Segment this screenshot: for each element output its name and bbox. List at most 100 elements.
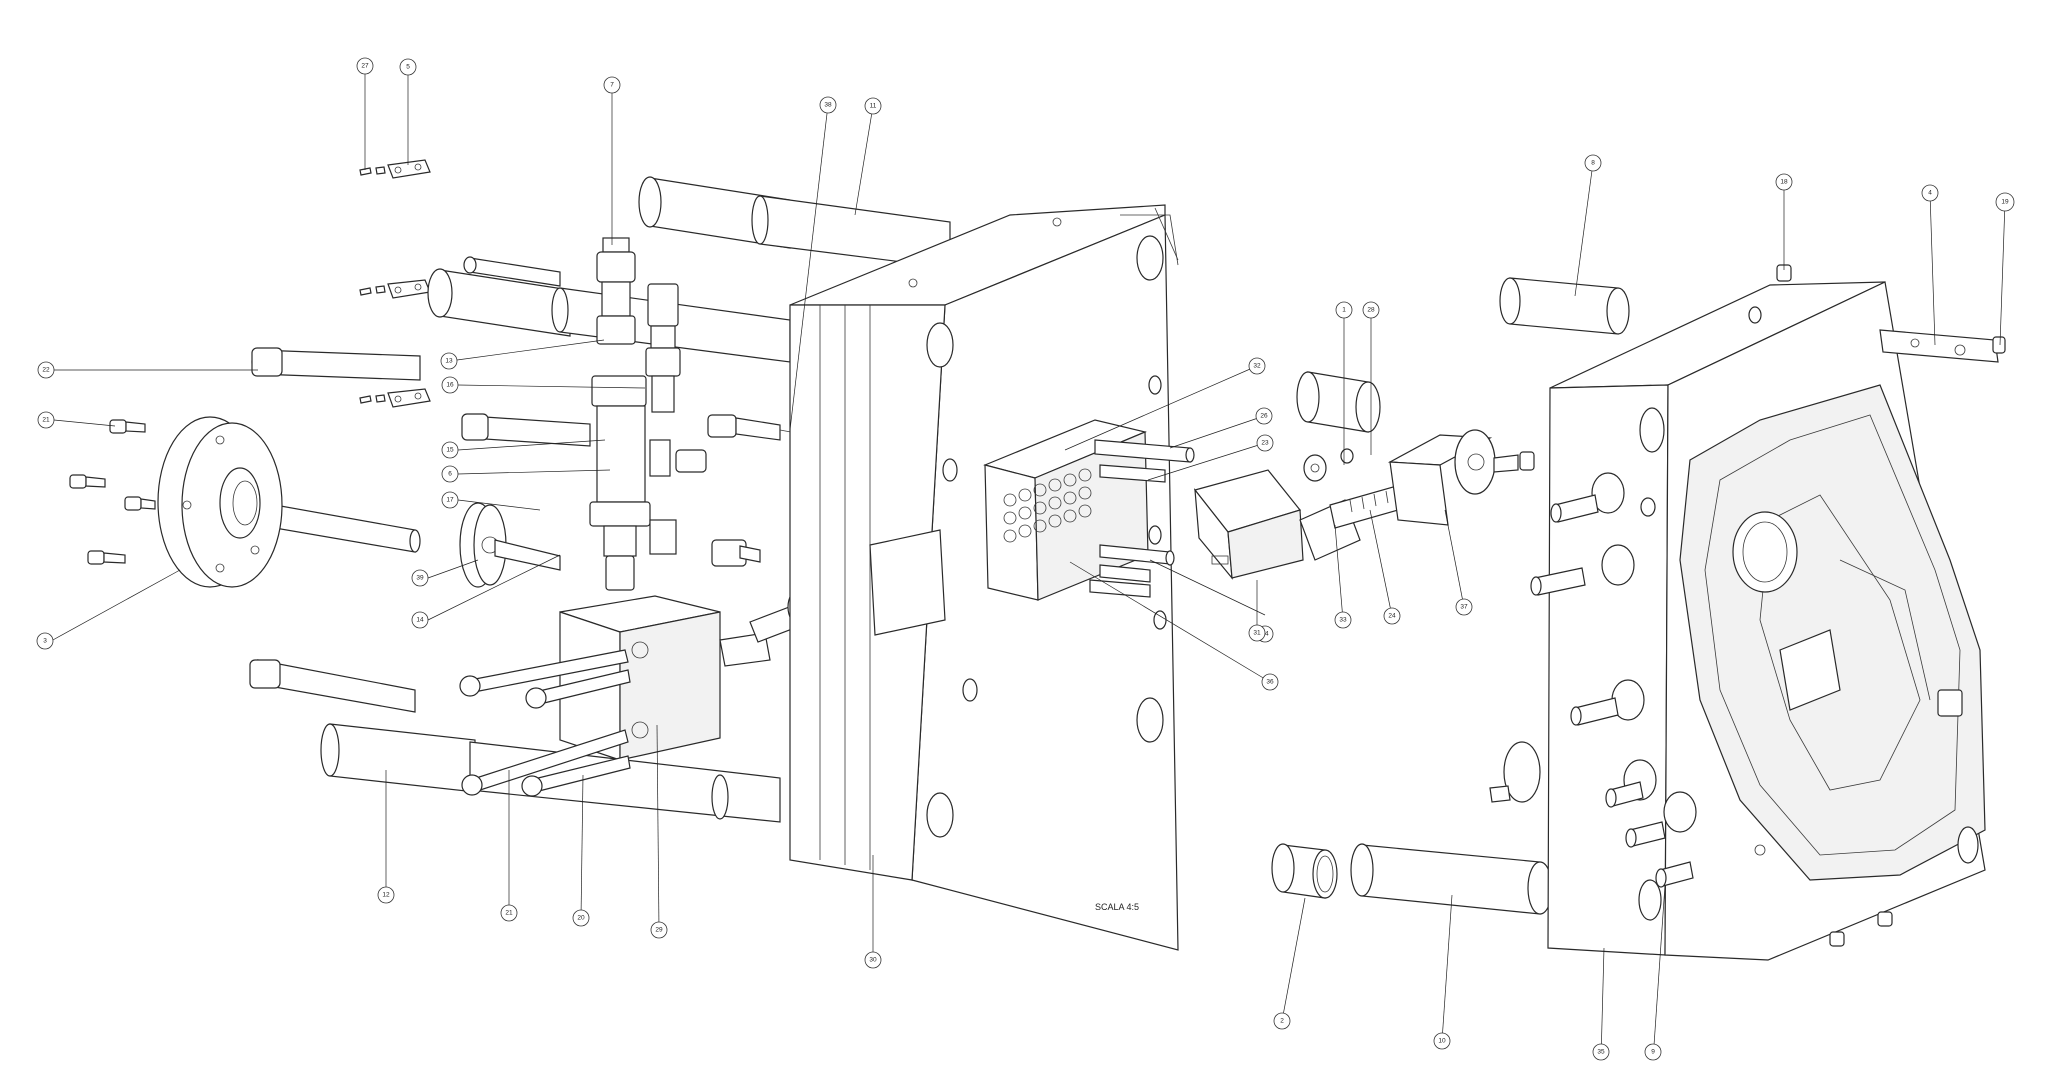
ejector-pin-15 xyxy=(461,413,591,447)
svg-text:4: 4 xyxy=(1928,190,1932,197)
svg-text:27: 27 xyxy=(361,63,369,70)
callout-14: 14 xyxy=(411,611,429,629)
callout-10: 10 xyxy=(1433,1032,1451,1050)
svg-text:28: 28 xyxy=(1367,307,1375,314)
feet-bottom xyxy=(1829,911,1893,947)
svg-text:6: 6 xyxy=(448,471,452,478)
svg-text:16: 16 xyxy=(446,382,454,389)
callout-24: 24 xyxy=(1383,607,1401,625)
stop-bushing xyxy=(1489,741,1541,803)
svg-text:8: 8 xyxy=(1591,160,1595,167)
return-pin-22 xyxy=(251,347,421,381)
svg-text:14: 14 xyxy=(416,617,424,624)
callout-19: 19 xyxy=(1995,192,2015,212)
callout-16: 16 xyxy=(441,376,459,394)
insulating-disc xyxy=(459,502,561,588)
callout-11: 11 xyxy=(864,97,882,115)
callout-17: 17 xyxy=(441,491,459,509)
clamp-plate-mid xyxy=(359,279,431,299)
callout-33: 33 xyxy=(1334,611,1352,629)
svg-text:21: 21 xyxy=(42,417,50,424)
callout-5: 5 xyxy=(399,58,417,76)
svg-text:18: 18 xyxy=(1780,179,1788,186)
svg-text:17: 17 xyxy=(446,497,454,504)
callout-12: 12 xyxy=(377,886,395,904)
svg-text:21: 21 xyxy=(505,910,513,917)
svg-text:38: 38 xyxy=(824,102,832,109)
scale-note: SCALA 4:5 xyxy=(1095,902,1139,912)
callout-15: 15 xyxy=(441,441,459,459)
svg-text:3: 3 xyxy=(43,638,47,645)
svg-text:5: 5 xyxy=(406,64,410,71)
callout-9: 9 xyxy=(1644,1043,1662,1061)
svg-text:13: 13 xyxy=(445,358,453,365)
svg-text:23: 23 xyxy=(1261,440,1269,447)
svg-text:10: 10 xyxy=(1438,1038,1446,1045)
svg-text:22: 22 xyxy=(42,367,50,374)
wedge-slide-31 xyxy=(1193,469,1304,580)
sprue-pin xyxy=(268,503,421,553)
leader-lines xyxy=(50,66,2006,1061)
callout-30: 30 xyxy=(864,951,882,969)
clamp-plate-top xyxy=(359,159,431,179)
lifter-37 xyxy=(1387,429,1535,526)
callout-32: 32 xyxy=(1248,357,1266,375)
svg-text:31: 31 xyxy=(1253,630,1261,637)
manifold-block xyxy=(459,595,771,797)
callout-36: 36 xyxy=(1261,673,1279,691)
callout-1: 1 xyxy=(1335,301,1353,319)
svg-text:26: 26 xyxy=(1260,413,1268,420)
svg-text:1: 1 xyxy=(1342,307,1346,314)
svg-text:30: 30 xyxy=(869,957,877,964)
svg-text:32: 32 xyxy=(1253,363,1261,370)
callout-31: 31 xyxy=(1248,624,1266,642)
locating-ring-flange xyxy=(157,416,283,588)
callout-3: 3 xyxy=(36,632,54,650)
callout-23: 23 xyxy=(1256,434,1274,452)
moving-mould-plate xyxy=(1547,281,1986,961)
callout-21-bottom: 21 xyxy=(500,904,518,922)
guide-bushing-10 xyxy=(1350,843,1553,915)
flange-screws xyxy=(69,419,156,565)
svg-text:39: 39 xyxy=(416,575,424,582)
callout-28: 28 xyxy=(1362,301,1380,319)
callout-4: 4 xyxy=(1921,184,1939,202)
cooling-fittings xyxy=(1530,494,1694,888)
guide-bushing-2 xyxy=(1271,843,1338,899)
slide-insert-block xyxy=(983,419,1195,601)
svg-text:15: 15 xyxy=(446,447,454,454)
svg-text:7: 7 xyxy=(610,82,614,89)
callout-27: 27 xyxy=(356,57,374,75)
callout-2: 2 xyxy=(1273,1012,1291,1030)
svg-text:24: 24 xyxy=(1388,613,1396,620)
svg-text:37: 37 xyxy=(1460,604,1468,611)
svg-text:35: 35 xyxy=(1597,1049,1605,1056)
callout-38: 38 xyxy=(819,96,837,114)
callout-7: 7 xyxy=(603,76,621,94)
svg-text:2: 2 xyxy=(1280,1018,1284,1025)
svg-text:11: 11 xyxy=(870,103,877,110)
callout-26: 26 xyxy=(1255,407,1273,425)
callout-6: 6 xyxy=(441,465,459,483)
svg-text:29: 29 xyxy=(655,927,663,934)
svg-text:9: 9 xyxy=(1651,1049,1655,1056)
ejector-rack-33-24 xyxy=(1299,484,1406,561)
small-bushing-1-28 xyxy=(1303,448,1354,482)
hot-nozzle-stack xyxy=(589,237,707,591)
callout-29: 29 xyxy=(650,921,668,939)
bushing-8 xyxy=(1499,277,1630,335)
callout-20: 20 xyxy=(572,909,590,927)
callout-21-top: 21 xyxy=(37,411,55,429)
svg-text:12: 12 xyxy=(382,892,390,899)
guide-pin-lower xyxy=(249,659,416,713)
callout-35: 35 xyxy=(1592,1043,1610,1061)
callout-18: 18 xyxy=(1775,173,1793,191)
svg-text:20: 20 xyxy=(577,915,585,922)
callout-22: 22 xyxy=(37,361,55,379)
svg-text:36: 36 xyxy=(1266,679,1274,686)
svg-text:33: 33 xyxy=(1339,617,1347,624)
clamp-plate-low xyxy=(359,388,431,408)
guide-bushing-upper xyxy=(1296,371,1381,433)
